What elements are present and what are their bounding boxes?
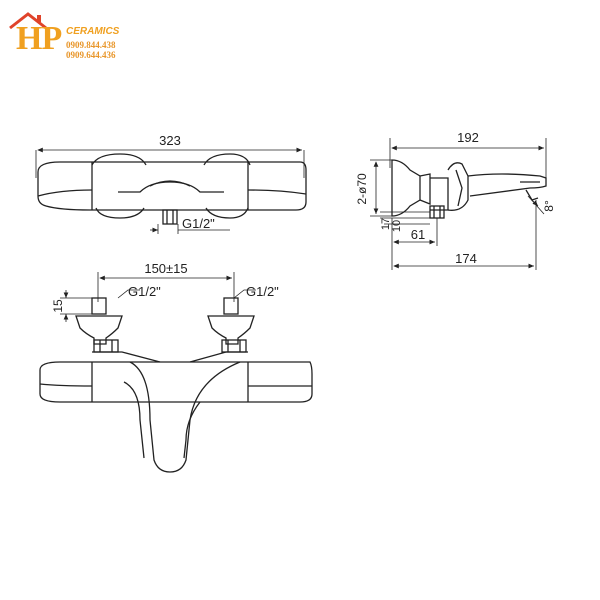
logo-initials: HP: [16, 20, 62, 57]
top-width-label: 323: [159, 133, 181, 148]
logo-phone-2: 0909.644.436: [66, 50, 116, 60]
logo-brand: CERAMICS: [66, 26, 120, 37]
side-17-label: 17: [380, 218, 392, 230]
side-174-label: 174: [455, 251, 477, 266]
front-view: [39, 272, 313, 473]
side-angle-label: 8°: [542, 200, 556, 212]
side-diameter-label: 2-ø70: [355, 173, 369, 205]
side-total-label: 192: [457, 130, 479, 145]
front-thread-right-label: G1/2": [246, 284, 279, 299]
side-61-label: 61: [411, 227, 425, 242]
front-15-label: 15: [51, 299, 65, 313]
logo-phone-1: 0909.844.438: [66, 40, 116, 50]
front-thread-left-label: G1/2": [128, 284, 161, 299]
side-view: [370, 138, 547, 270]
side-10-label: 10: [391, 220, 403, 232]
hp-ceramics-logo: HP CERAMICS 0909.844.438 0909.644.436: [6, 10, 130, 60]
top-thread-label: G1/2": [182, 216, 215, 231]
top-view: [35, 147, 307, 234]
front-spacing-label: 150±15: [144, 261, 187, 276]
house-icon: [9, 12, 47, 30]
